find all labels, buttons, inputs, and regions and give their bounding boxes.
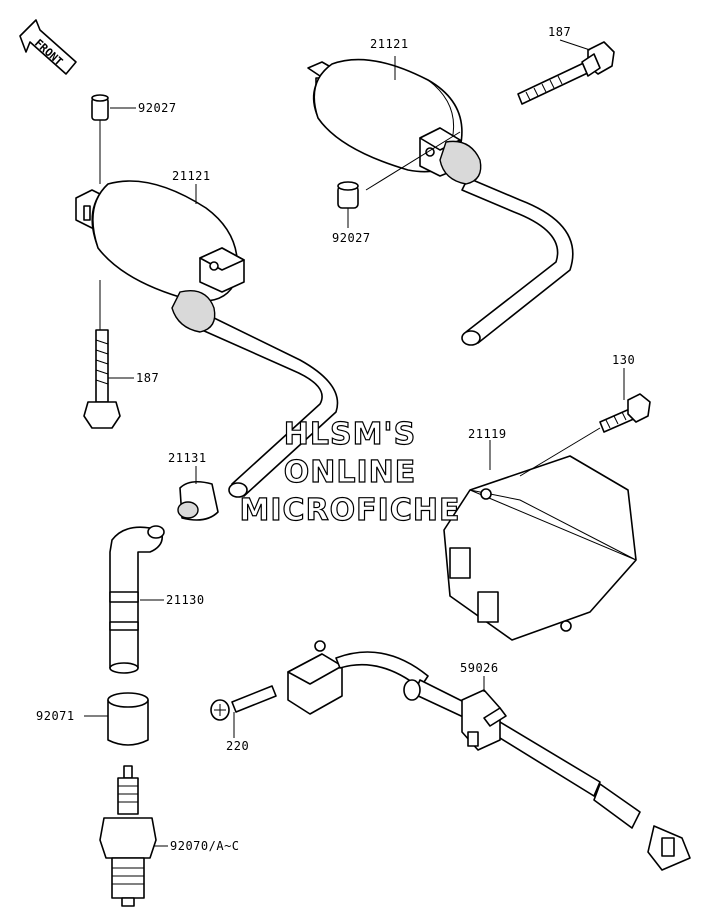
label-92027-left: 92027 [138, 101, 177, 115]
bolt-187-top[interactable] [517, 41, 615, 105]
label-220: 220 [226, 739, 249, 753]
spark-plug-92070[interactable] [99, 765, 157, 907]
bolt-187-left[interactable] [83, 329, 121, 429]
ignition-coil-left[interactable] [75, 180, 339, 498]
label-187-top: 187 [548, 25, 571, 39]
watermark: HLSM'S ONLINE MICROFICHE [239, 416, 461, 528]
label-130: 130 [612, 353, 635, 367]
watermark-line2: ONLINE [284, 455, 417, 490]
leader-lines [84, 39, 625, 847]
cap-21131[interactable] [177, 480, 219, 521]
plug-cap-21130[interactable] [109, 525, 165, 674]
label-187-left: 187 [136, 371, 159, 385]
label-21119: 21119 [468, 427, 507, 441]
screw-220[interactable] [210, 685, 277, 721]
wiring-harness-59026[interactable] [287, 640, 691, 871]
front-direction-arrow: FRONT [19, 19, 77, 75]
label-92070: 92070/A~C [170, 839, 240, 853]
label-21130: 21130 [166, 593, 205, 607]
label-59026: 59026 [460, 661, 499, 675]
watermark-line3: MICROFICHE [240, 493, 461, 528]
label-21131: 21131 [168, 451, 207, 465]
label-92071: 92071 [36, 709, 75, 723]
label-21121-left: 21121 [172, 169, 211, 183]
ignition-coil-top[interactable] [307, 58, 574, 346]
label-21121-top: 21121 [370, 37, 409, 51]
part-labels: 21121 187 92027 21121 92027 187 130 2111… [36, 25, 635, 853]
watermark-line1: HLSM'S [284, 417, 416, 452]
bolt-130[interactable] [599, 393, 651, 433]
collar-92027-mid[interactable] [337, 181, 359, 209]
label-92027-mid: 92027 [332, 231, 371, 245]
collar-92027-left[interactable] [91, 94, 109, 121]
cap-92071[interactable] [107, 692, 149, 746]
igniter-21119[interactable] [443, 455, 637, 641]
